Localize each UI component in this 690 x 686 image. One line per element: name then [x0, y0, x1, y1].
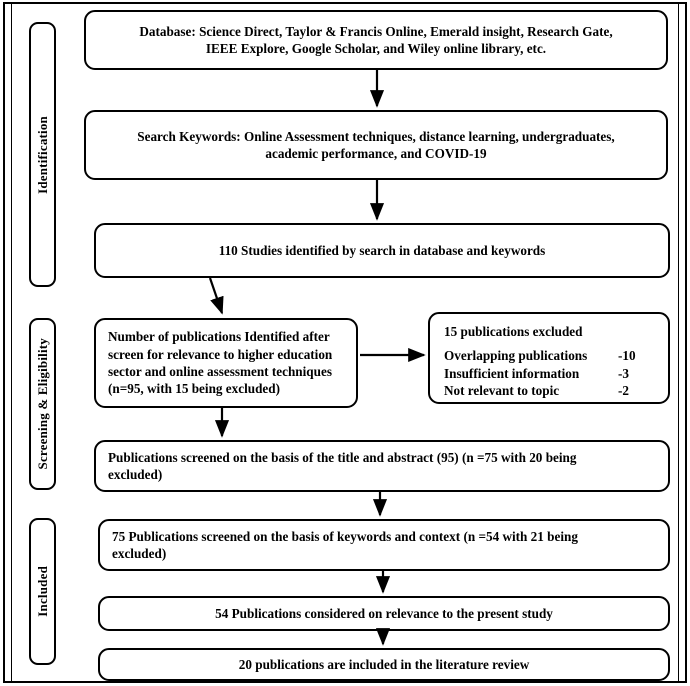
node-considered-relevance-text: 54 Publications considered on relevance …: [215, 605, 553, 621]
node-excluded-reason-row: Overlapping publications -10: [444, 347, 644, 364]
stage-label-included: Included: [29, 518, 56, 665]
node-excluded-reason-count-0: -10: [618, 348, 636, 364]
stage-label-included-text: Included: [34, 566, 50, 617]
connector-studies-to-relevance: [208, 277, 224, 315]
node-excluded-reason-count-2: -2: [618, 383, 629, 399]
stage-label-identification-text: Identification: [34, 115, 50, 194]
node-excluded-heading: 15 publications excluded: [444, 324, 583, 339]
stage-label-screening-text: Screening & Eligibility: [34, 338, 50, 470]
node-database-text: Database: Science Direct, Taylor & Franc…: [139, 23, 613, 56]
node-excluded-reason-row: Not relevant to topic -2: [444, 382, 644, 399]
node-excluded-reason-row: Insufficient information -3: [444, 365, 644, 382]
node-excluded-reason-list: Overlapping publications -10 Insufficien…: [430, 340, 668, 399]
node-keyword-context-screen: 75 Publications screened on the basis of…: [98, 519, 670, 571]
node-relevance-screen-text: Number of publications Identified after …: [108, 329, 333, 397]
stage-label-identification: Identification: [29, 22, 56, 287]
node-excluded-reason-label-0: Overlapping publications: [444, 348, 588, 364]
node-excluded: 15 publications excluded Overlapping pub…: [428, 312, 670, 404]
node-excluded-reason-label-1: Insufficient information: [444, 365, 580, 381]
node-excluded-reason-count-1: -3: [618, 365, 629, 381]
node-studies-identified-text: 110 Studies identified by search in data…: [218, 242, 546, 258]
node-title-abstract-screen-text: Publications screened on the basis of th…: [108, 449, 577, 482]
node-title-abstract-screen: Publications screened on the basis of th…: [94, 440, 670, 492]
node-considered-relevance: 54 Publications considered on relevance …: [98, 596, 670, 631]
node-database: Database: Science Direct, Taylor & Franc…: [84, 10, 668, 70]
node-included-review: 20 publications are included in the lite…: [98, 648, 670, 681]
node-search-keywords-text: Search Keywords: Online Assessment techn…: [137, 128, 615, 161]
node-search-keywords: Search Keywords: Online Assessment techn…: [84, 110, 668, 180]
node-relevance-screen: Number of publications Identified after …: [94, 318, 358, 408]
node-included-review-text: 20 publications are included in the lite…: [238, 656, 530, 672]
node-excluded-reason-label-2: Not relevant to topic: [444, 383, 560, 399]
node-studies-identified: 110 Studies identified by search in data…: [94, 223, 670, 278]
stage-label-screening: Screening & Eligibility: [29, 318, 56, 490]
node-keyword-context-screen-text: 75 Publications screened on the basis of…: [112, 528, 578, 561]
